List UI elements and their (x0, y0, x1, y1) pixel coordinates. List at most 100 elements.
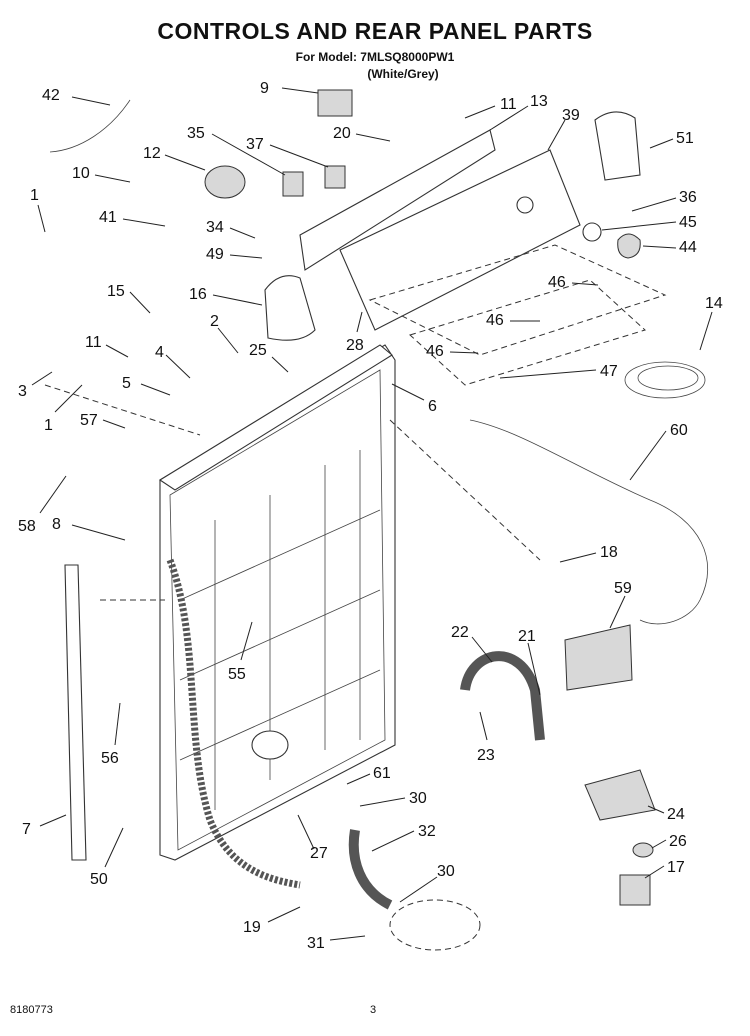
leader-line (391, 383, 425, 401)
small-parts-drawing (44, 89, 709, 951)
callout-number: 20 (333, 125, 351, 142)
callout-number: 23 (477, 747, 495, 764)
leader-line (217, 327, 239, 354)
callout-number: 28 (346, 337, 364, 354)
callout-8: 8 (52, 516, 126, 541)
callout-number: 13 (530, 93, 548, 110)
callout-number: 42 (42, 87, 60, 104)
callout-labels: 42 9 11 13 39 51 35 20 37 12 10 1 36 45 … (18, 80, 723, 952)
callout-number: 9 (260, 80, 269, 97)
leader-line (644, 865, 665, 879)
callout-number: 19 (243, 919, 261, 936)
leader-line (651, 839, 667, 849)
leader-line (94, 174, 131, 183)
callout-10: 10 (72, 165, 131, 183)
leader-line (297, 814, 315, 850)
callout-number: 6 (428, 398, 437, 415)
callout-12: 12 (143, 145, 206, 171)
callout-number: 50 (90, 871, 108, 888)
callout-57: 57 (80, 412, 126, 429)
callout-number: 3 (18, 383, 27, 400)
callout-7: 7 (22, 814, 67, 838)
callout-number: 61 (373, 765, 391, 782)
callout-5: 5 (122, 375, 171, 396)
callout-number: 56 (101, 750, 119, 767)
callout-number: 16 (189, 286, 207, 303)
callout-44: 44 (642, 239, 697, 256)
callout-number: 36 (679, 189, 697, 206)
callout-41: 41 (99, 209, 166, 227)
callout-60: 60 (629, 422, 688, 481)
callout-21: 21 (518, 628, 541, 696)
leader-line (649, 138, 674, 149)
callout-22: 22 (451, 624, 493, 663)
callout-number: 46 (426, 343, 444, 360)
callout-35: 35 (187, 125, 286, 176)
leader-line (71, 524, 126, 541)
callout-number: 1 (44, 417, 53, 434)
leader-line (527, 642, 541, 696)
callout-9: 9 (260, 80, 319, 97)
leader-line (329, 935, 366, 941)
callout-46a: 46 (548, 274, 599, 291)
callout-56: 56 (101, 702, 121, 767)
leader-line (399, 876, 438, 903)
callout-number: 34 (206, 219, 224, 236)
callout-number: 47 (600, 363, 618, 380)
leader-line (647, 805, 665, 814)
callout-30b: 30 (399, 863, 455, 903)
callout-number: 41 (99, 209, 117, 226)
leader-line (129, 291, 151, 314)
callout-number: 30 (437, 863, 455, 880)
callout-36: 36 (631, 189, 697, 212)
color-line: (White/Grey) (367, 67, 439, 81)
leader-line (105, 344, 129, 358)
callout-31: 31 (307, 935, 366, 952)
leader-line (642, 245, 677, 249)
rear-panel-drawing (158, 344, 396, 861)
leader-line (464, 105, 496, 119)
leader-line (601, 221, 677, 231)
callout-32: 32 (371, 823, 436, 852)
callout-number: 60 (670, 422, 688, 439)
callout-number: 17 (667, 859, 685, 876)
leader-line (281, 87, 319, 94)
leader-line (547, 119, 566, 151)
callout-18: 18 (559, 544, 618, 563)
leader-line (355, 133, 391, 142)
callout-number: 21 (518, 628, 536, 645)
callout-27: 27 (297, 814, 328, 862)
callout-51: 51 (649, 130, 694, 149)
leader-line (140, 383, 171, 396)
leader-line (479, 711, 488, 741)
console-drawing (264, 111, 667, 386)
leader-line (346, 773, 371, 785)
callout-3: 3 (18, 371, 53, 400)
callout-45: 45 (601, 214, 697, 231)
leader-line (102, 419, 126, 429)
callout-13: 13 (489, 93, 548, 131)
callout-number: 1 (30, 187, 39, 204)
document-number: 8180773 (10, 1004, 53, 1016)
callout-number: 46 (548, 274, 566, 291)
leader-line (356, 311, 363, 333)
callout-61: 61 (346, 765, 391, 785)
callout-4: 4 (155, 344, 191, 379)
callout-number: 7 (22, 821, 31, 838)
leader-line (240, 621, 253, 661)
callout-number: 30 (409, 790, 427, 807)
leader-line (489, 105, 529, 131)
leader-line (31, 371, 53, 386)
callout-number: 57 (80, 412, 98, 429)
callout-number: 25 (249, 342, 267, 359)
leader-line (631, 197, 677, 212)
callout-16: 16 (189, 286, 263, 306)
callout-number: 59 (614, 580, 632, 597)
leader-line (165, 354, 191, 379)
callout-25: 25 (249, 342, 289, 373)
leader-line (449, 351, 479, 354)
callout-number: 5 (122, 375, 131, 392)
callout-number: 15 (107, 283, 125, 300)
leader-line (571, 282, 599, 286)
